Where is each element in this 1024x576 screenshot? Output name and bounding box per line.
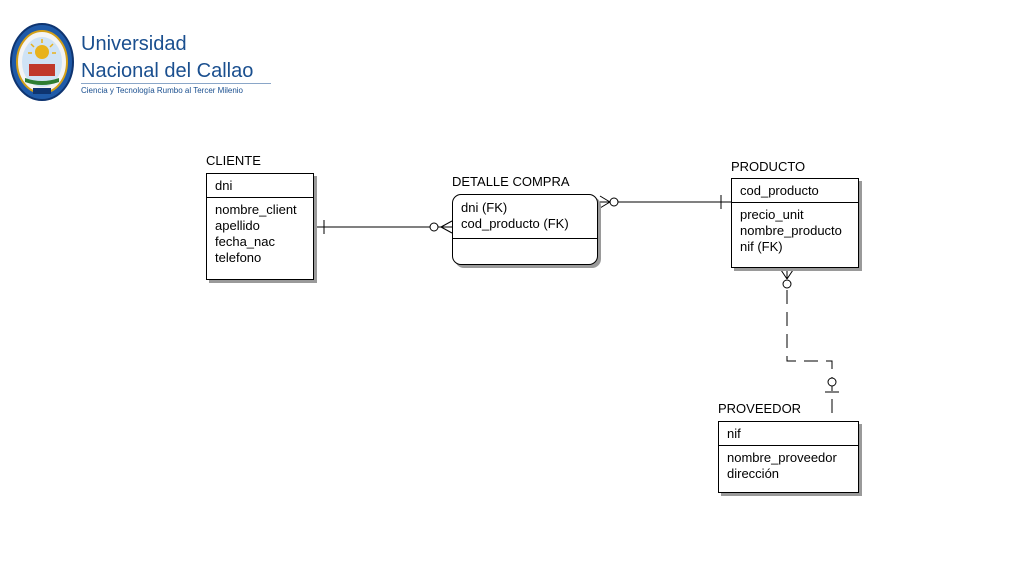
attribute: fecha_nac xyxy=(215,234,275,249)
university-seal-icon xyxy=(10,23,74,101)
attribute: precio_unit xyxy=(740,207,804,222)
key-attribute: cod_producto (FK) xyxy=(461,216,569,231)
entity-title-detalle-compra: DETALLE COMPRA xyxy=(452,174,570,189)
entity-cliente-key: dni xyxy=(207,174,313,198)
attribute: nombre_producto xyxy=(740,223,842,238)
entity-detalle-compra[interactable]: dni (FK) cod_producto (FK) xyxy=(452,194,598,265)
entity-proveedor[interactable]: nif nombre_proveedor dirección xyxy=(718,421,859,493)
attribute: apellido xyxy=(215,218,260,233)
attribute: nombre_proveedor xyxy=(727,450,837,465)
attribute: nombre_client xyxy=(215,202,297,217)
entity-producto-key: cod_producto xyxy=(732,179,858,203)
entity-cliente[interactable]: dni nombre_client apellido fecha_nac tel… xyxy=(206,173,314,280)
entity-producto-attributes: precio_unit nombre_producto nif (FK) xyxy=(732,203,858,259)
entity-detalle-compra-key: dni (FK) cod_producto (FK) xyxy=(453,195,597,239)
entity-title-cliente: CLIENTE xyxy=(206,153,261,168)
relationship-detalle-producto xyxy=(599,195,731,209)
attribute: dirección xyxy=(727,466,780,481)
university-tagline: Ciencia y Tecnología Rumbo al Tercer Mil… xyxy=(81,86,244,95)
entity-producto[interactable]: cod_producto precio_unit nombre_producto… xyxy=(731,178,859,268)
university-name-line2: Nacional del Callao xyxy=(81,60,254,82)
entity-title-proveedor: PROVEEDOR xyxy=(718,401,802,416)
entity-cliente-attributes: nombre_client apellido fecha_nac telefon… xyxy=(207,198,313,270)
relationship-cliente-detalle xyxy=(316,220,453,234)
relationship-producto-proveedor xyxy=(780,269,839,421)
entity-proveedor-key: nif xyxy=(719,422,858,446)
entity-proveedor-attributes: nombre_proveedor dirección xyxy=(719,446,858,486)
entity-title-producto: PRODUCTO xyxy=(731,159,806,174)
attribute: telefono xyxy=(215,250,262,265)
entity-detalle-compra-attributes xyxy=(453,239,597,247)
key-attribute: dni (FK) xyxy=(461,200,508,215)
attribute: nif (FK) xyxy=(740,239,783,254)
header-divider xyxy=(81,83,271,84)
university-name-line1: Universidad xyxy=(81,33,187,55)
